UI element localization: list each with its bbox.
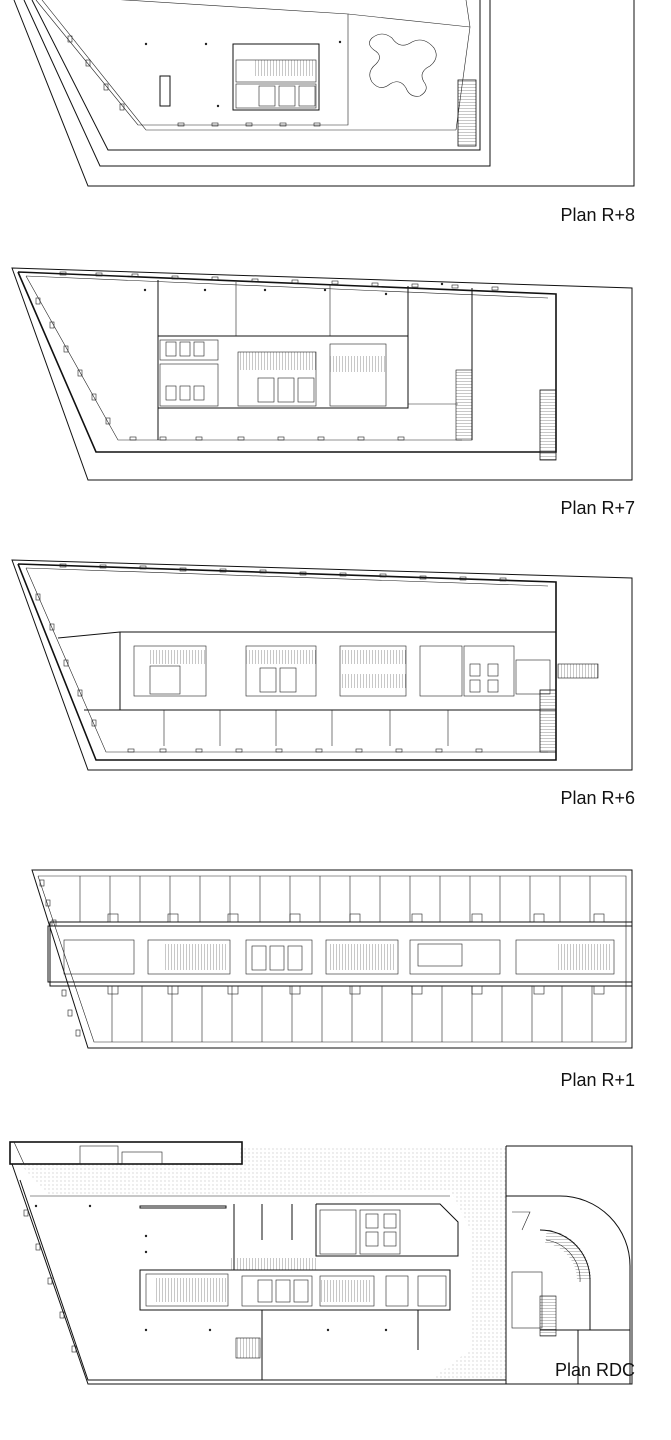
plan-r7 — [11, 267, 633, 481]
plan-r6 — [11, 559, 633, 771]
plan-r1 — [31, 869, 633, 1049]
plan-rdc — [9, 1141, 633, 1385]
plan-label-r6: Plan R+6 — [560, 788, 635, 808]
plan-r8 — [13, 0, 635, 187]
plan-label-r7: Plan R+7 — [560, 498, 635, 518]
plan-label-r8: Plan R+8 — [560, 205, 635, 225]
plan-label-rdc: Plan RDC — [554, 1360, 635, 1380]
plan-label-r1: Plan R+1 — [560, 1070, 635, 1090]
